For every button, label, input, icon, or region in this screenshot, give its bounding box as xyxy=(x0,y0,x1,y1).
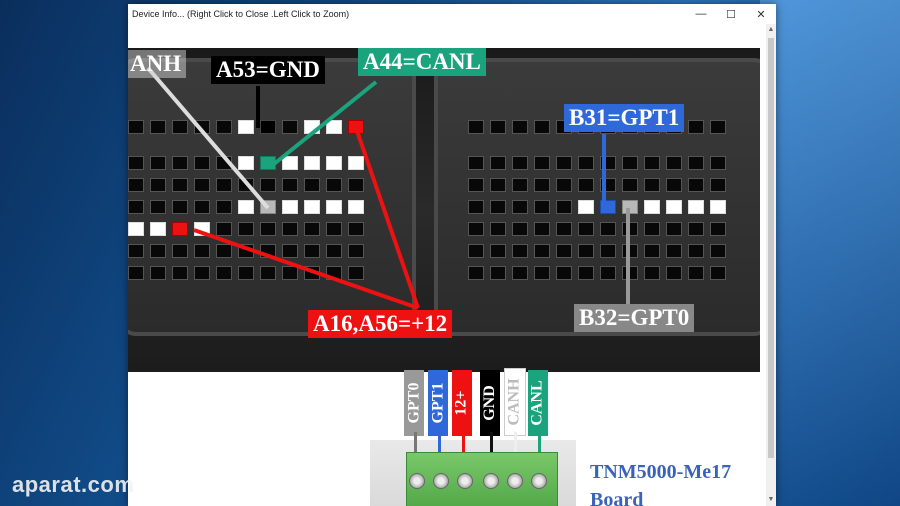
gpt1-wire xyxy=(438,432,441,456)
anh-label: ANH xyxy=(128,50,187,78)
connector-a-row-7 xyxy=(128,266,364,280)
connector-b-row-4 xyxy=(468,200,726,214)
connector-a-row-5 xyxy=(128,222,364,236)
b32-gpt0-label: B32=GPT0 xyxy=(574,304,695,332)
scroll-down-arrow-icon[interactable]: ▼ xyxy=(767,496,775,503)
image-content[interactable]: ANH A53=GND A44=CANL B31=GPT1 A16,A56=+1… xyxy=(128,24,766,506)
aparat-watermark: aparat.com xyxy=(12,472,135,497)
a16-a56-plus12-label: A16,A56=+12 xyxy=(308,310,453,338)
connector-b-row-6 xyxy=(468,244,726,258)
vertical-scrollbar[interactable]: ▲ ▼ xyxy=(766,24,776,506)
connector-a-row-6 xyxy=(128,244,364,258)
a44-canl-label: A44=CANL xyxy=(358,48,486,76)
screw-icon xyxy=(531,473,547,489)
minimize-button[interactable]: — xyxy=(695,8,707,20)
ecu-connector-photo: ANH A53=GND A44=CANL B31=GPT1 A16,A56=+1… xyxy=(128,48,760,372)
connector-a-row-4 xyxy=(128,200,364,214)
wire-label-canh: CANH xyxy=(504,368,526,436)
screw-icon xyxy=(433,473,449,489)
screw-icon xyxy=(457,473,473,489)
wire-label-gpt1: GPT1 xyxy=(428,370,448,436)
board-name-line-2: Board xyxy=(590,489,644,506)
plus12-wire xyxy=(462,432,465,456)
screw-icon xyxy=(507,473,523,489)
maximize-button[interactable]: ☐ xyxy=(726,8,736,21)
gnd-wire xyxy=(490,432,493,456)
wire-label-canl: CANL xyxy=(528,370,548,436)
scroll-thumb[interactable] xyxy=(768,38,774,458)
canl-wire xyxy=(538,432,541,456)
a53-gnd-label: A53=GND xyxy=(211,56,325,84)
green-terminal-block xyxy=(406,452,558,506)
wire-label-gnd: GND xyxy=(480,370,500,436)
screw-icon xyxy=(483,473,499,489)
window-title: Device Info... (Right Click to Close .Le… xyxy=(132,9,350,19)
pin-leader-lines xyxy=(146,66,630,310)
connector-a-row-1 xyxy=(128,120,364,134)
close-button[interactable]: ✕ xyxy=(756,8,766,21)
terminal-block-diagram: GPT0 GPT1 12+ GND CANH CANL xyxy=(370,354,580,506)
wire-label-gpt0: GPT0 xyxy=(404,370,424,436)
canh-wire xyxy=(514,432,517,456)
gpt0-wire xyxy=(414,432,417,456)
wire-label-12plus: 12+ xyxy=(452,370,472,436)
connector-b-row-7 xyxy=(468,266,726,280)
scroll-up-arrow-icon[interactable]: ▲ xyxy=(767,26,775,33)
device-info-window[interactable]: Device Info... (Right Click to Close .Le… xyxy=(128,4,776,506)
board-name: TNM5000-Me17 Board xyxy=(590,458,731,506)
screw-icon xyxy=(409,473,425,489)
b31-gpt1-label: B31=GPT1 xyxy=(564,104,685,132)
connector-b-row-5 xyxy=(468,222,726,236)
board-name-line-1: TNM5000-Me17 xyxy=(590,461,732,483)
title-bar[interactable]: Device Info... (Right Click to Close .Le… xyxy=(128,4,776,24)
connector-a-row-3 xyxy=(128,178,364,192)
